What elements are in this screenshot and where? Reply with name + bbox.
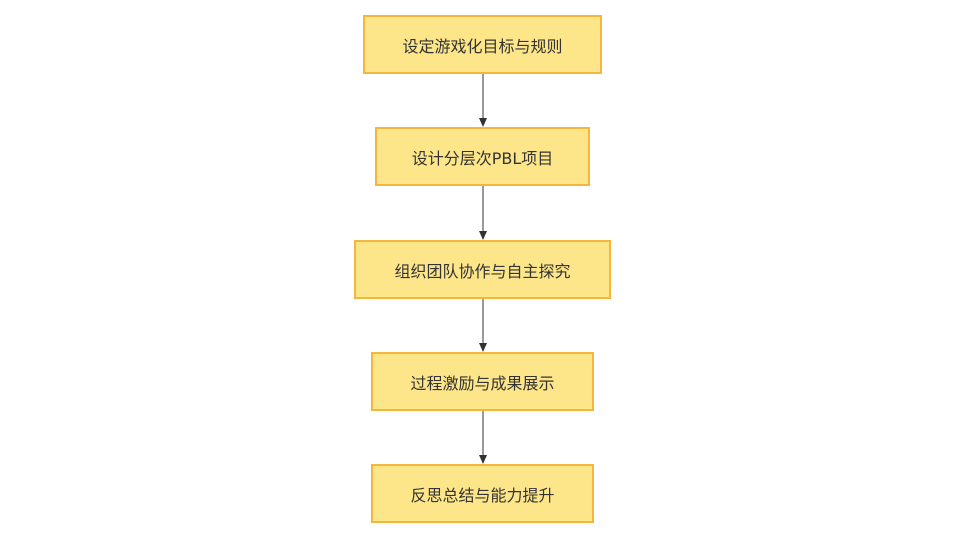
flow-step-label: 反思总结与能力提升 xyxy=(410,485,555,505)
flow-step-4: 过程激励与成果展示 xyxy=(371,352,594,411)
flow-step-label: 设定游戏化目标与规则 xyxy=(402,36,563,56)
flow-step-3: 组织团队协作与自主探究 xyxy=(354,240,611,299)
flow-step-5: 反思总结与能力提升 xyxy=(371,464,594,523)
flow-step-label: 组织团队协作与自主探究 xyxy=(394,261,571,281)
flow-step-label: 过程激励与成果展示 xyxy=(410,373,555,393)
flow-step-2: 设计分层次PBL项目 xyxy=(375,127,590,186)
flow-step-1: 设定游戏化目标与规则 xyxy=(363,15,602,74)
flow-step-label: 设计分层次PBL项目 xyxy=(411,148,554,168)
